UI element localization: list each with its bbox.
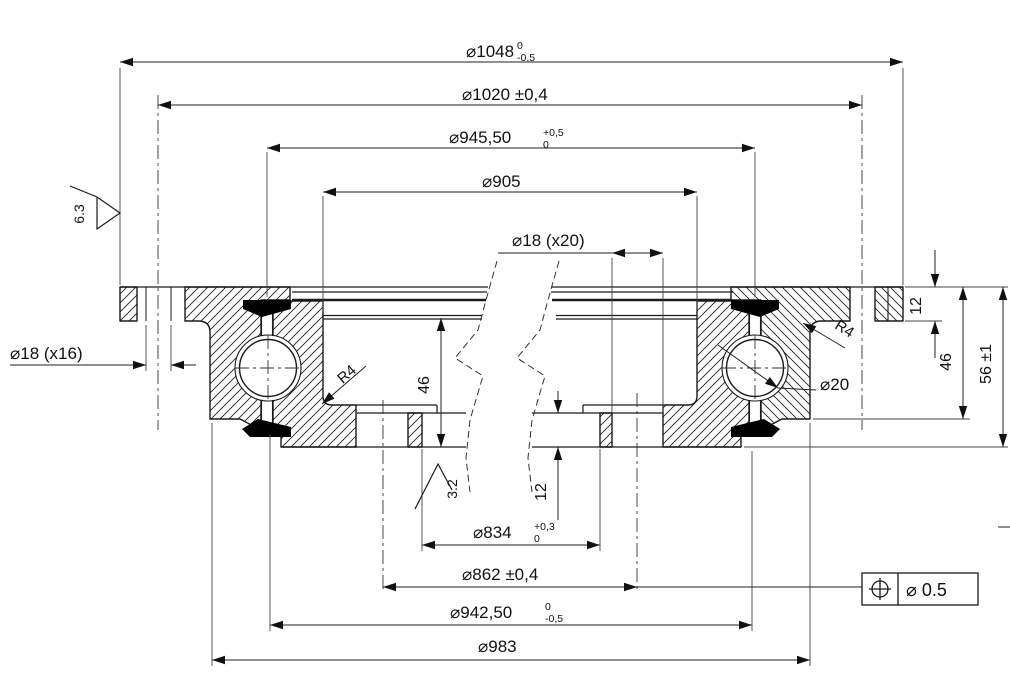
seal-bottom-left — [242, 419, 291, 437]
arrowhead — [998, 434, 1008, 447]
dim-top-spigot: ⌀945,50 — [449, 128, 511, 147]
surface-finish-top-value: 6.3 — [71, 204, 87, 224]
arrowhead — [765, 376, 778, 388]
dim-bot-spigot-tol-bot: -0,5 — [545, 613, 563, 625]
dim-bot-spigot-tol-top: 0 — [545, 601, 551, 613]
arrowhead — [797, 655, 810, 665]
arrowhead — [624, 582, 637, 592]
surface-lines — [120, 286, 903, 448]
arrowhead — [803, 323, 817, 334]
dim-bore: ⌀834 — [473, 523, 512, 542]
arrowhead — [553, 400, 563, 413]
arrowhead — [958, 287, 968, 300]
dim-inner-recess-height: 46 — [416, 376, 433, 394]
arrowhead — [742, 143, 755, 153]
arrowhead — [958, 406, 968, 419]
dim-outer-ring-height: 46 — [938, 353, 955, 371]
seal-top-left — [243, 300, 291, 317]
arrowhead — [270, 620, 283, 630]
surface-finish-symbols — [69, 185, 453, 510]
position-tolerance-icon — [869, 578, 891, 600]
arrowhead — [930, 274, 940, 287]
dim-bot-spigot: ⌀942,50 — [450, 603, 512, 622]
dim-bore-tol-top: +0,3 — [534, 521, 555, 533]
gdt-feature-control-frame: ⌀ 0.5 — [861, 572, 979, 606]
dim-flange-thickness: 12 — [908, 297, 925, 315]
dim-fillet-left: R4 — [334, 362, 360, 387]
arrowhead — [383, 582, 396, 592]
arrowhead — [133, 360, 146, 370]
arrowhead — [323, 187, 336, 197]
arrowhead — [267, 143, 280, 153]
arrowhead — [587, 540, 600, 550]
centerlines — [157, 95, 863, 592]
arrowhead — [120, 57, 133, 67]
dim-bottom-lip-height: 12 — [533, 483, 550, 501]
bore-lip-left — [407, 412, 423, 448]
dim-od-flange: ⌀1048 — [466, 42, 514, 61]
arrowhead — [422, 540, 435, 550]
dim-raceway: ⌀905 — [482, 172, 521, 191]
dim-ball-diameter: ⌀20 — [820, 375, 849, 394]
seals — [242, 300, 780, 437]
seal-bottom-right — [731, 419, 780, 437]
arrowhead — [849, 100, 862, 110]
arrowhead — [436, 318, 446, 331]
dim-holes-inner: ⌀18 (x20) — [512, 231, 585, 250]
dim-holes-flange: ⌀18 (x16) — [10, 344, 83, 363]
dim-od-ring: ⌀983 — [478, 637, 517, 656]
seal-top-right — [731, 300, 779, 317]
arrowhead — [436, 434, 446, 447]
surface-finish-bottom-value: 3.2 — [444, 479, 460, 499]
arrowhead — [930, 321, 940, 334]
dim-od-flange-tol-bot: -0,5 — [517, 52, 535, 64]
arrowhead — [998, 287, 1008, 300]
arrowhead — [890, 57, 903, 67]
arrowhead — [212, 655, 225, 665]
dim-bore-tol-bot: 0 — [534, 533, 540, 545]
flange-end-cap-left — [119, 286, 138, 322]
flange-end-cap-right — [874, 286, 904, 322]
dim-pcd-flange: ⌀1020 ±0,4 — [462, 85, 548, 104]
dimension-lines — [10, 61, 1010, 661]
roughness-icon — [414, 462, 453, 510]
dim-total-height: 56 ±1 — [978, 344, 995, 384]
gdt-value: ⌀ 0.5 — [906, 580, 947, 600]
arrowhead — [322, 392, 335, 404]
arrowhead — [553, 447, 563, 460]
dimension-arrowheads — [120, 57, 1008, 665]
roughness-icon — [69, 185, 122, 231]
arrowhead — [650, 248, 663, 258]
arrowhead — [684, 187, 697, 197]
arrowhead — [739, 620, 752, 630]
arrowhead — [171, 360, 184, 370]
bore-lip-right — [599, 412, 613, 448]
extension-lines — [119, 68, 1008, 666]
dim-od-flange-tol-top: 0 — [517, 40, 523, 52]
dim-top-spigot-tol-top: +0,5 — [543, 127, 564, 139]
arrowhead — [158, 100, 171, 110]
dim-top-spigot-tol-bot: 0 — [543, 139, 549, 151]
flange-hole-edges — [145, 287, 876, 321]
dim-pcd-inner: ⌀862 ±0,4 — [462, 565, 538, 584]
arrowhead — [612, 248, 625, 258]
break-lines — [454, 260, 560, 493]
